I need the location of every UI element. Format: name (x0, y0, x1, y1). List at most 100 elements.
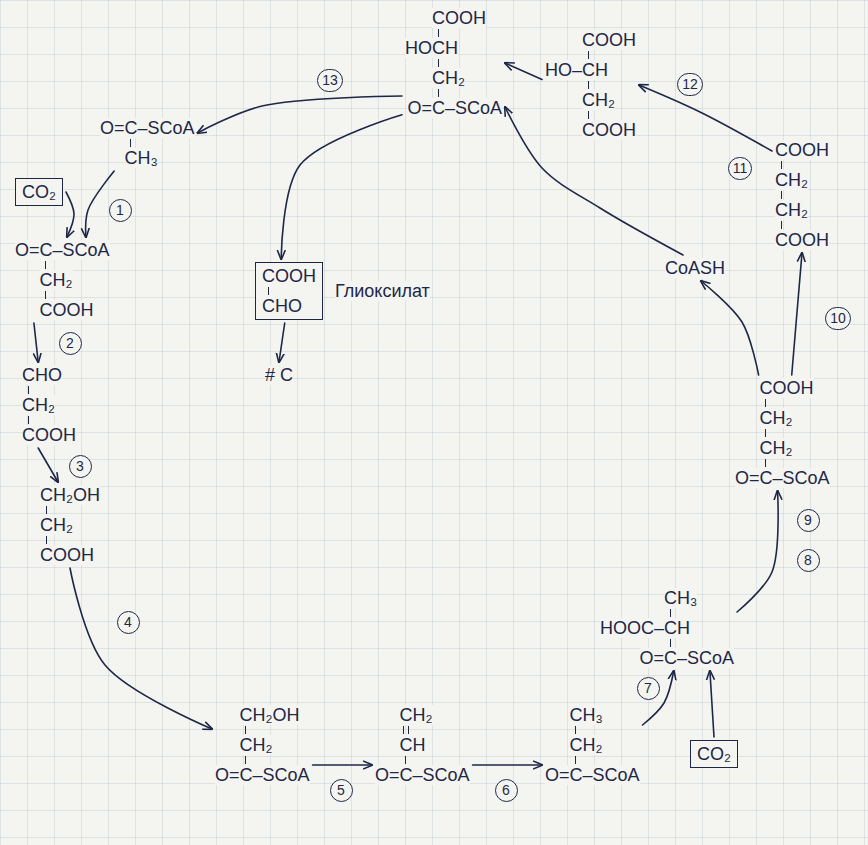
step-number: 11 (728, 157, 753, 180)
formula-line: COOH (775, 140, 829, 160)
formula-line: HOCH (405, 38, 458, 58)
formula-line: CH₂ (760, 408, 793, 428)
compound-formula: CH₃CH₂O=C–SCoA (545, 705, 640, 785)
reaction-arrow (66, 192, 74, 237)
step-number: 13 (317, 69, 343, 92)
reaction-arrow (701, 281, 759, 375)
formula-body: # C (265, 365, 293, 385)
formula-line: CH₂ (400, 705, 433, 725)
compound-formula: O=C–SCoACH₃ (100, 118, 195, 168)
compound-formula: CH₂OHCH₂O=C–SCoA (215, 705, 310, 785)
bond-line (45, 261, 46, 269)
boxed-reactant: CO₂ (15, 178, 63, 206)
formula-body: O=C–SCoACH₃ (100, 118, 195, 168)
formula-line: CH₂OH (40, 485, 100, 505)
reaction-arrow (710, 671, 714, 737)
bond-line (245, 756, 246, 764)
product-note: # C (265, 365, 293, 385)
formula-line: # C (265, 365, 293, 385)
formula-body: CHO CH₂ COOH (22, 365, 76, 445)
formula-line: COOH (40, 300, 94, 320)
bond-line (765, 429, 766, 437)
bond-line (130, 139, 131, 147)
reaction-arrow (38, 448, 58, 482)
compound-formula: CH₃HOOC–CHO=C–SCoA (600, 588, 734, 668)
formula-body: CH₃CH₂O=C–SCoA (545, 705, 640, 785)
formula-line: CH₂ (240, 735, 273, 755)
formula-line: CH₂ (775, 170, 808, 190)
reaction-arrow (639, 85, 772, 151)
formula-body: CH₂OH CH₂ COOH (40, 485, 100, 565)
formula-line: O=C–SCoA (735, 468, 830, 488)
step-number: 3 (69, 455, 92, 478)
step-number: 1 (109, 199, 132, 222)
compound-formula: CH₂OH CH₂ COOH (40, 485, 100, 565)
formula-line: CH₂ (582, 90, 615, 110)
bond-line (28, 416, 29, 424)
bond-line (438, 89, 439, 97)
bond-line (765, 399, 766, 407)
bond-line (28, 386, 29, 394)
formula-line: COOH (432, 8, 486, 28)
compound-formula: CH₂CHO=C–SCoA (375, 705, 470, 785)
reaction-arrow (505, 63, 542, 80)
compound-formula: COOH CH₂ CH₂ COOH (775, 140, 829, 250)
step-number: 7 (637, 677, 660, 700)
step-number: 9 (797, 509, 820, 532)
formula-body: COOHHOCHCH₂O=C–SCoA (405, 8, 502, 118)
bond-line (245, 726, 246, 734)
formula-line: COOH (582, 120, 636, 140)
reaction-arrow (737, 491, 778, 612)
compound-formula: CHO CH₂ COOH (22, 365, 76, 445)
formula-body: CoASH (665, 258, 725, 278)
reaction-arrow (313, 764, 372, 766)
formula-line: CH₃ (570, 705, 603, 725)
formula-line: HOOC–CH (600, 618, 690, 638)
bond-line (45, 291, 46, 299)
formula-line: O=C–SCoA (545, 765, 640, 785)
bond-line (588, 81, 589, 89)
step-number: 12 (677, 73, 703, 96)
reaction-arrow (792, 253, 802, 375)
formula-body: CO₂ (697, 744, 731, 764)
bond-line (46, 536, 47, 544)
formula-line: O=C–SCoA (407, 98, 502, 118)
bond-line (438, 29, 439, 37)
formula-line: O=C–SCoA (215, 765, 310, 785)
formula-line: CH₂ (760, 438, 793, 458)
step-number: 10 (825, 307, 851, 330)
bond-line (408, 726, 409, 734)
formula-line: CHO (22, 365, 62, 385)
compound-formula: COOH CH₂ CH₂ O=C–SCoA (735, 378, 830, 488)
reaction-arrow (505, 107, 683, 255)
reaction-arrow (70, 568, 212, 729)
step-number: 5 (330, 779, 353, 802)
bond-line (670, 609, 671, 617)
bond-line (575, 726, 576, 734)
formula-line: COOH (40, 545, 94, 565)
bond-line (588, 51, 589, 59)
formula-line: CH₂ (22, 395, 55, 415)
bond-line (781, 191, 782, 199)
compound-formula: O=C–SCoACH₂COOH (15, 240, 110, 320)
boxed-reactant: CO₂ (690, 740, 738, 768)
bond-line (781, 161, 782, 169)
formula-body: CH₂CHO=C–SCoA (375, 705, 470, 785)
reaction-arrow (198, 96, 402, 133)
formula-box: COOHCHO (255, 262, 323, 320)
formula-line: CH₂ (775, 200, 808, 220)
formula-line: CH₂ (40, 515, 73, 535)
formula-body: CO₂ (22, 182, 56, 202)
formula-line: COOH (262, 266, 316, 286)
bond-line (765, 459, 766, 467)
formula-line: COOH (22, 425, 76, 445)
formula-line: COOH (760, 378, 814, 398)
bond-line (46, 506, 47, 514)
bond-line (403, 726, 404, 734)
compound-name: Глиоксилат (335, 281, 430, 301)
formula-line: COOH (775, 230, 829, 250)
formula-line: CH₃ (664, 588, 697, 608)
formula-body: COOH CH₂ CH₂ COOH (775, 140, 829, 250)
